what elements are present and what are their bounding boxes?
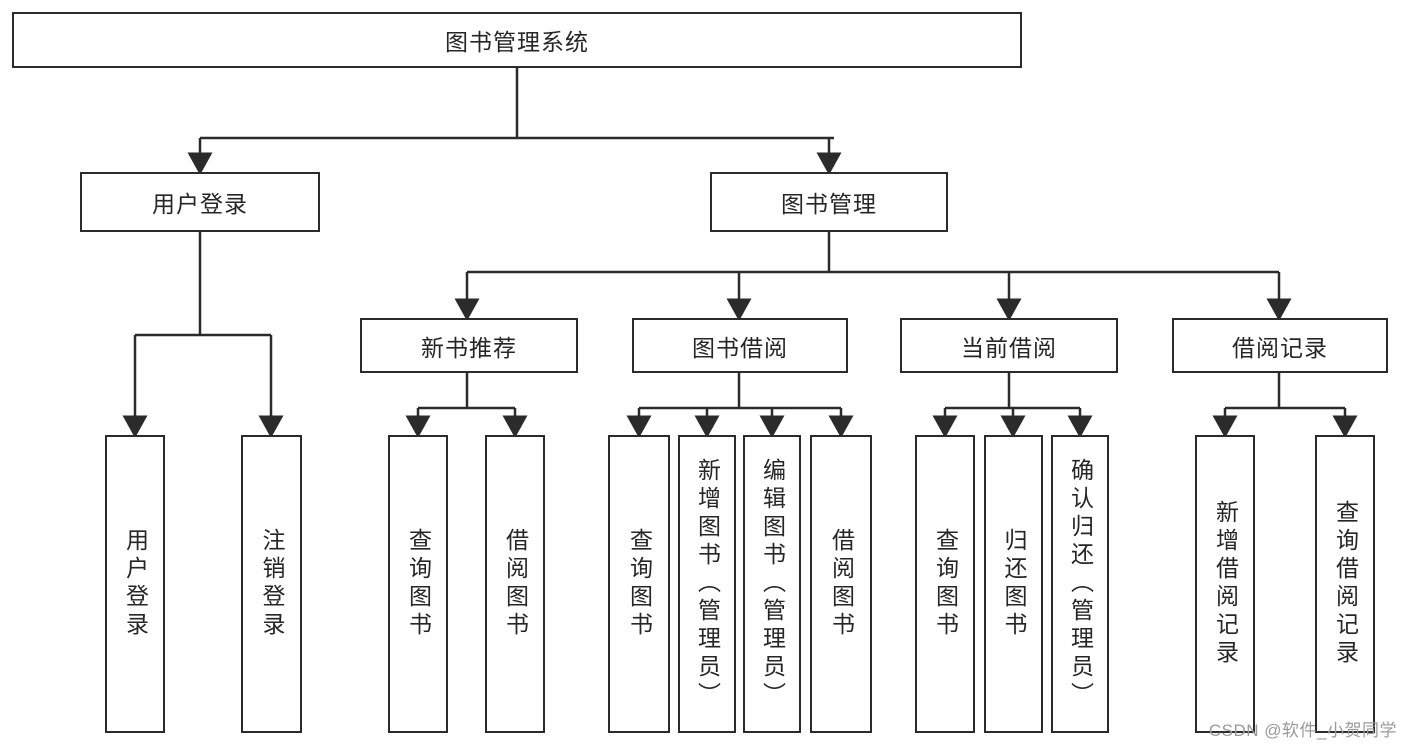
node-label: 查询图书 xyxy=(932,528,959,640)
node-label: 图书借阅 xyxy=(692,334,788,361)
node-root-system[interactable]: 图书管理系统 xyxy=(12,12,1022,68)
node-label: 图书管理系统 xyxy=(445,29,589,55)
node-label: 新增图书（管理员） xyxy=(694,458,721,710)
leaf-current-confirm-return-admin[interactable]: 确认归还（管理员） xyxy=(1051,435,1109,733)
node-book-management[interactable]: 图书管理 xyxy=(710,172,948,232)
node-label: 新增借阅记录 xyxy=(1212,500,1239,668)
leaf-user-login-logout[interactable]: 注销登录 xyxy=(241,435,302,733)
leaf-recommend-query-book[interactable]: 查询图书 xyxy=(388,435,448,733)
node-label: 图书管理 xyxy=(781,191,877,217)
node-label: 查询图书 xyxy=(405,528,432,640)
node-current-borrow[interactable]: 当前借阅 xyxy=(900,318,1118,373)
node-label: 新书推荐 xyxy=(421,334,517,361)
leaf-current-query-book[interactable]: 查询图书 xyxy=(915,435,975,733)
leaf-recommend-borrow-book[interactable]: 借阅图书 xyxy=(485,435,545,733)
node-user-login[interactable]: 用户登录 xyxy=(80,172,320,232)
leaf-user-login-login[interactable]: 用户登录 xyxy=(105,435,165,733)
node-label: 当前借阅 xyxy=(961,334,1057,361)
leaf-borrow-borrow-book[interactable]: 借阅图书 xyxy=(810,435,872,733)
node-label: 用户登录 xyxy=(122,528,149,640)
leaf-borrow-edit-book-admin[interactable]: 编辑图书（管理员） xyxy=(743,435,801,733)
leaf-current-return-book[interactable]: 归还图书 xyxy=(984,435,1043,733)
node-new-book-recommend[interactable]: 新书推荐 xyxy=(360,318,578,373)
node-label: 借阅图书 xyxy=(828,528,855,640)
node-label: 借阅记录 xyxy=(1232,334,1328,361)
leaf-borrow-query-book[interactable]: 查询图书 xyxy=(608,435,670,733)
watermark: CSDN @软件_小贺同学 xyxy=(1208,721,1397,740)
node-label: 归还图书 xyxy=(1001,528,1027,640)
node-label: 确认归还（管理员） xyxy=(1067,458,1094,710)
node-label: 用户登录 xyxy=(152,191,248,217)
node-label: 查询借阅记录 xyxy=(1332,500,1359,668)
leaf-record-add-record[interactable]: 新增借阅记录 xyxy=(1195,435,1255,733)
leaf-record-query-record[interactable]: 查询借阅记录 xyxy=(1315,435,1375,733)
node-label: 编辑图书（管理员） xyxy=(759,458,786,710)
leaf-borrow-add-book-admin[interactable]: 新增图书（管理员） xyxy=(678,435,736,733)
node-book-borrow[interactable]: 图书借阅 xyxy=(632,318,848,373)
node-label: 查询图书 xyxy=(626,528,653,640)
node-label: 借阅图书 xyxy=(502,528,529,640)
node-label: 注销登录 xyxy=(259,528,285,640)
node-borrow-record[interactable]: 借阅记录 xyxy=(1172,318,1388,373)
